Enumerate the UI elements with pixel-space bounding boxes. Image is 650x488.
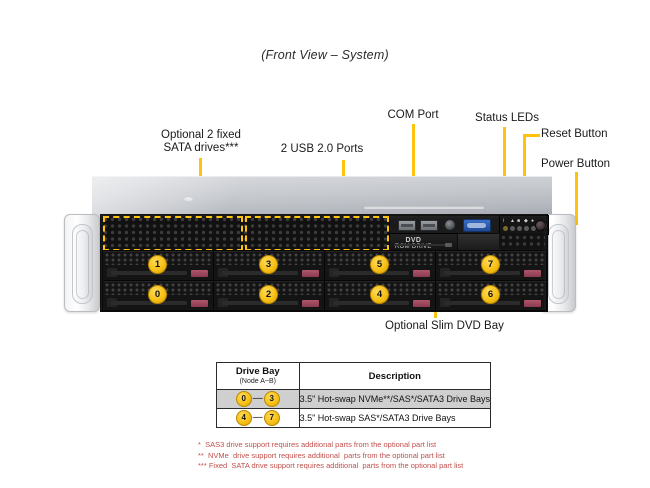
footnote-nvme: ** NVMe drive support requires additiona… xyxy=(198,450,445,460)
callout-label-power-button: Power Button xyxy=(541,158,611,170)
bay-badge-from: 4 xyxy=(235,409,252,426)
chassis-front-face: DVD ROM DRIVE i ▲ ■ ◆ ● xyxy=(100,214,549,312)
bay-latch[interactable] xyxy=(302,300,319,307)
bay-latch[interactable] xyxy=(413,300,430,307)
power-button[interactable] xyxy=(535,220,546,231)
leader-line-com-port-vertical xyxy=(412,124,415,222)
led-icon-overheat: ◆ xyxy=(524,218,528,224)
callout-label-sata-drives: Optional 2 fixed SATA drives*** xyxy=(161,129,241,154)
bay-badge-from: 0 xyxy=(235,390,252,407)
figure-caption: (Front View – System) xyxy=(261,48,389,62)
table-row: 0—3 3.5" Hot-swap NVMe**/SAS*/SATA3 Driv… xyxy=(216,389,492,409)
rack-ear-handle-right[interactable] xyxy=(548,224,569,304)
dvd-logo: DVD ROM DRIVE xyxy=(395,237,432,250)
table-cell-bay-range-0-3: 0—3 xyxy=(216,389,300,409)
led-icon-info: i xyxy=(503,218,505,224)
lid-screw-icon xyxy=(184,196,193,201)
bay-handle-bar xyxy=(333,301,409,305)
bay-latch[interactable] xyxy=(302,270,319,277)
led-icon-power: ● xyxy=(531,218,535,224)
usb-port-1[interactable] xyxy=(398,220,416,231)
bay-badge-to: 7 xyxy=(263,409,280,426)
bay-handle-bar xyxy=(444,301,520,305)
bay-handle-bar xyxy=(111,271,187,275)
lower-right-vent xyxy=(499,233,547,249)
table-row: 4—7 3.5" Hot-swap SAS*/SATA3 Drive Bays xyxy=(216,408,492,428)
lower-right-vent-mesh xyxy=(501,235,545,247)
dvd-bay-blank-filler xyxy=(457,233,503,251)
usb-port-2[interactable] xyxy=(420,220,438,231)
drive-bay-table: Drive Bay (Node A~B) Description 0—3 3.5… xyxy=(216,362,492,428)
table-cell-description-4-7: 3.5" Hot-swap SAS*/SATA3 Drive Bays xyxy=(298,408,492,428)
front-io-panel xyxy=(389,215,501,235)
callout-label-reset-button: Reset Button xyxy=(541,128,608,140)
drive-bay-number-2: 2 xyxy=(259,285,278,304)
dvd-tray-slot xyxy=(394,244,452,246)
callout-label-status-leds: Status LEDs xyxy=(475,112,539,124)
led-icon-network: ▲ xyxy=(510,218,515,224)
drive-bay-number-6: 6 xyxy=(481,285,500,304)
audio-port-icon xyxy=(445,220,455,230)
table-header-row: Drive Bay (Node A~B) Description xyxy=(216,362,492,390)
slim-dvd-bay[interactable]: DVD ROM DRIVE xyxy=(389,233,459,251)
com-port[interactable] xyxy=(463,219,491,232)
bay-handle-bar xyxy=(222,271,298,275)
highlight-box-sata-drive-2 xyxy=(245,216,389,251)
bay-handle-bar xyxy=(222,301,298,305)
bay-badge-to: 3 xyxy=(263,390,280,407)
table-header-description: Description xyxy=(298,362,492,390)
drive-bay-number-7: 7 xyxy=(481,255,500,274)
bay-latch[interactable] xyxy=(413,270,430,277)
leader-line-status-leds xyxy=(503,127,506,222)
rack-ear-left xyxy=(64,214,100,312)
table-header-drive-bay-main: Drive Bay xyxy=(235,366,280,377)
server-chassis: DVD ROM DRIVE i ▲ ■ ◆ ● xyxy=(64,176,576,312)
drive-bay-number-3: 3 xyxy=(259,255,278,274)
bay-range-separator: — xyxy=(252,393,263,405)
drive-bay-number-4: 4 xyxy=(370,285,389,304)
table-header-drive-bay-sub: (Node A~B) xyxy=(239,378,276,385)
drive-bay-number-1: 1 xyxy=(148,255,167,274)
highlight-box-sata-drive-1 xyxy=(103,216,243,251)
bay-handle-bar xyxy=(111,301,187,305)
bay-latch[interactable] xyxy=(191,300,208,307)
callout-label-com-port: COM Port xyxy=(387,109,439,121)
led-icon-hdd: ■ xyxy=(517,218,521,224)
table-header-description-label: Description xyxy=(368,370,421,382)
table-cell-bay-range-4-7: 4—7 xyxy=(216,408,300,428)
led-indicator-4 xyxy=(524,226,529,231)
table-cell-description-0-3: 3.5" Hot-swap NVMe**/SAS*/SATA3 Drive Ba… xyxy=(298,389,492,409)
dvd-eject-button[interactable] xyxy=(445,243,452,247)
footnote-fixed-sata: *** Fixed SATA drive support requires ad… xyxy=(198,461,464,470)
led-indicator-3 xyxy=(517,226,522,231)
table-header-drive-bay: Drive Bay (Node A~B) xyxy=(216,362,300,390)
bay-latch[interactable] xyxy=(524,300,541,307)
bay-range-separator: — xyxy=(252,412,263,424)
leader-line-power-vertical xyxy=(575,172,578,224)
drive-bay-number-0: 0 xyxy=(148,285,167,304)
bay-handle-bar xyxy=(444,271,520,275)
footnote-sas3: * SAS3 drive support requires additional… xyxy=(198,440,437,449)
callout-label-dvd-bay: Optional Slim DVD Bay xyxy=(385,320,504,332)
drive-bay-number-5: 5 xyxy=(370,255,389,274)
bay-latch[interactable] xyxy=(524,270,541,277)
leader-line-reset-stub xyxy=(524,134,540,137)
callout-label-usb-ports: 2 USB 2.0 Ports xyxy=(280,143,364,155)
bay-latch[interactable] xyxy=(191,270,208,277)
led-indicator-5 xyxy=(531,226,536,231)
bay-handle-bar xyxy=(333,271,409,275)
footnotes: * SAS3 drive support requires additional… xyxy=(198,440,618,472)
led-indicator-1 xyxy=(503,226,508,231)
rack-ear-handle-left[interactable] xyxy=(72,224,93,304)
led-indicator-2 xyxy=(510,226,515,231)
lid-seam xyxy=(364,206,484,209)
